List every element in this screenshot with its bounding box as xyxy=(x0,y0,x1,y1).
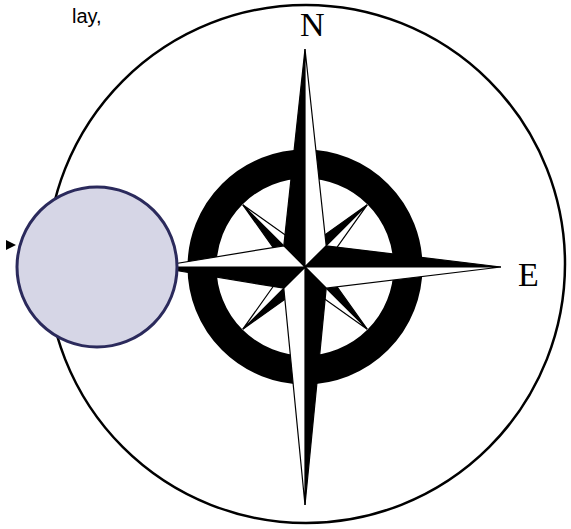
compass-rose xyxy=(155,49,501,505)
rose-point xyxy=(305,267,501,288)
direction-label: E xyxy=(518,258,539,292)
arrow-head xyxy=(6,240,16,250)
marker-circle xyxy=(17,187,177,347)
rose-point xyxy=(305,267,326,505)
direction-label: N xyxy=(300,8,325,42)
rose-point xyxy=(284,49,305,267)
text-fragment: lay, xyxy=(72,6,102,26)
rose-point xyxy=(305,49,326,267)
rose-point xyxy=(284,267,305,505)
rose-point xyxy=(305,246,501,267)
